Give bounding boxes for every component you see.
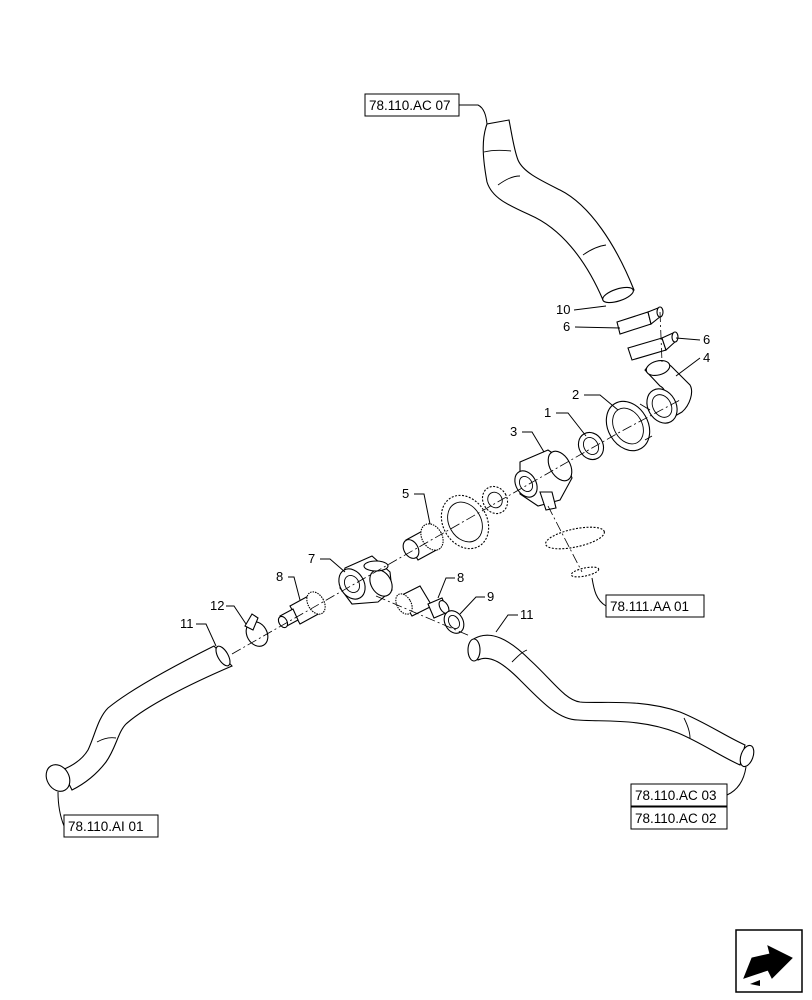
hose-barb-fitting-right [395, 585, 450, 619]
ref-box-top[interactable]: 78.110.AC 07 [364, 93, 488, 125]
callout-8a: 8 [276, 569, 301, 601]
lower-left-hose [45, 645, 233, 792]
svg-text:78.110.AC 07: 78.110.AC 07 [369, 98, 451, 113]
o-ring [577, 431, 605, 461]
svg-text:10: 10 [556, 302, 570, 317]
svg-text:3: 3 [510, 424, 517, 439]
hose-clamp-upper [616, 306, 664, 335]
callout-6a: 6 [563, 319, 621, 334]
callout-9: 9 [459, 589, 494, 615]
svg-text:1: 1 [544, 405, 551, 420]
hose-clamp-9 [443, 610, 465, 634]
callout-5: 5 [402, 486, 431, 525]
svg-text:78.110.AC 03: 78.110.AC 03 [635, 788, 717, 803]
callout-1: 1 [544, 405, 587, 437]
ref-box-bottom-left[interactable]: 78.110.AI 01 [57, 791, 159, 838]
valve-body [514, 449, 573, 511]
seal-ring-4 [646, 388, 678, 424]
svg-text:4: 4 [703, 350, 710, 365]
svg-text:7: 7 [308, 551, 315, 566]
svg-text:11: 11 [180, 616, 194, 631]
lower-gasket [545, 526, 605, 578]
svg-text:6: 6 [563, 319, 570, 334]
callout-6b: 6 [675, 332, 710, 347]
assembly-axis-clamps [659, 311, 663, 363]
assembly-axis-branch [375, 595, 471, 637]
threaded-fitting-5 [402, 523, 444, 561]
union-nut [605, 400, 653, 452]
callout-10: 10 [556, 302, 607, 317]
svg-text:9: 9 [487, 589, 494, 604]
hose-clamp-12 [244, 613, 269, 647]
ref-box-bottom-right-2[interactable]: 78.110.AC 02 [630, 806, 728, 830]
callout-7: 7 [308, 551, 346, 573]
ref-box-right-middle[interactable]: 78.111.AA 01 [591, 577, 705, 618]
callout-11-left: 11 [180, 616, 217, 647]
svg-text:11: 11 [520, 607, 534, 622]
svg-text:2: 2 [572, 387, 579, 402]
gear-ring-large [440, 494, 490, 550]
tee-fitting [338, 555, 393, 605]
ref-box-bottom-right-1[interactable]: 78.110.AC 03 [630, 766, 747, 807]
svg-text:5: 5 [402, 486, 409, 501]
hose-barb-fitting-left [277, 591, 326, 629]
hose-clamp-lower [627, 331, 679, 361]
callout-2: 2 [572, 387, 619, 411]
callout-4: 4 [675, 350, 710, 377]
callout-12: 12 [210, 598, 247, 625]
assembly-axis-lower [547, 505, 583, 573]
svg-text:8: 8 [457, 570, 464, 585]
assembly-axis-main [231, 399, 681, 655]
callout-8b: 8 [437, 570, 464, 599]
callout-3: 3 [510, 424, 545, 453]
svg-text:78.110.AI 01: 78.110.AI 01 [68, 819, 144, 834]
arrow-out-icon[interactable] [735, 929, 803, 993]
svg-text:78.111.AA 01: 78.111.AA 01 [610, 599, 689, 614]
callout-11-right: 11 [495, 607, 534, 633]
svg-text:78.110.AC 02: 78.110.AC 02 [635, 811, 717, 826]
svg-text:12: 12 [210, 598, 224, 613]
svg-text:8: 8 [276, 569, 283, 584]
upper-hose [482, 119, 635, 304]
svg-text:6: 6 [703, 332, 710, 347]
lower-right-hose [467, 634, 755, 768]
